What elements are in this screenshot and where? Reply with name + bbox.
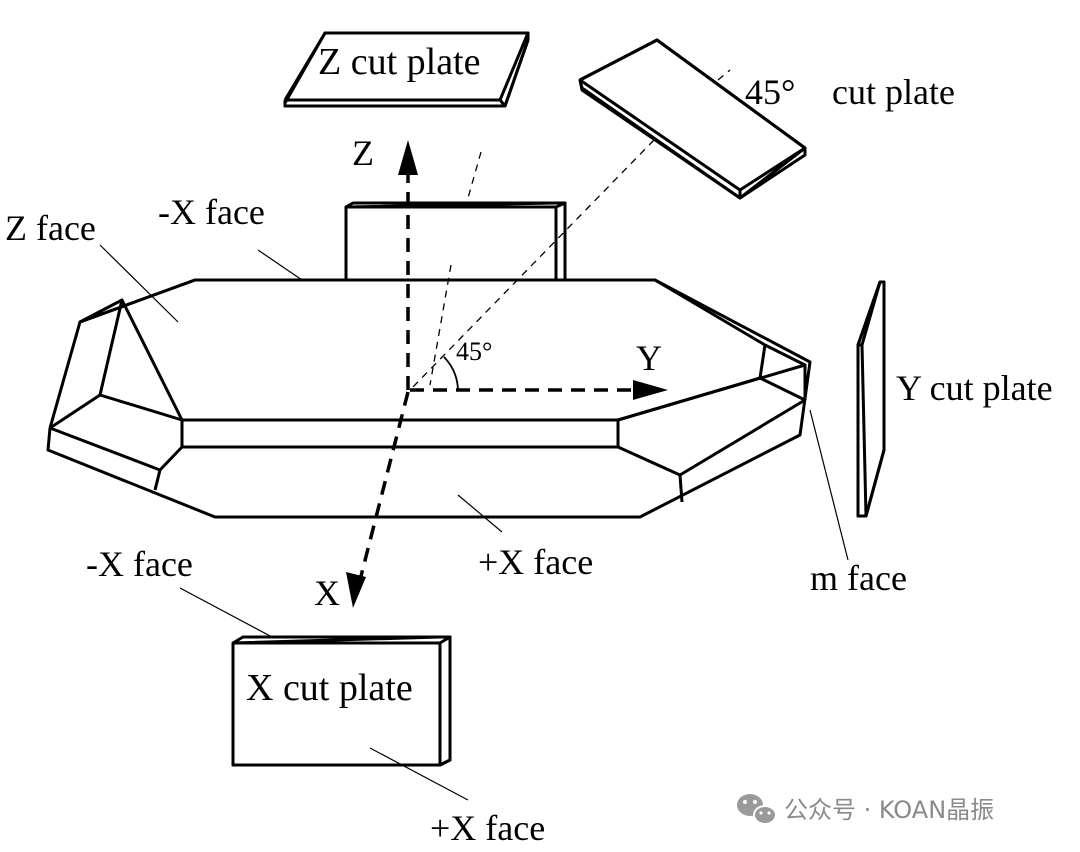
- x-cut-plate-label: X cut plate: [246, 667, 413, 709]
- cut45-guide: [409, 139, 655, 391]
- z-cut-plate-label: Z cut plate: [318, 41, 480, 83]
- y-axis: [410, 380, 668, 400]
- m-face-label: m face: [810, 558, 907, 598]
- minus-x-face-top-label: -X face: [158, 192, 265, 232]
- cut45-angle-label: 45°: [745, 72, 795, 112]
- x-axis: [346, 391, 410, 608]
- plus-x-face-mid-label: +X face: [478, 542, 593, 582]
- angle-45-label: 45°: [456, 337, 492, 366]
- cut45-text-label: cut plate: [832, 72, 955, 112]
- watermark: 公众号 · KOAN晶振: [737, 794, 994, 825]
- z-axis-label: Z: [352, 133, 374, 173]
- angle-arc: [443, 356, 459, 391]
- leader-plus-x-mid: [457, 494, 503, 533]
- watermark-text: 公众号 · KOAN晶振: [784, 796, 994, 824]
- y-cut-plate-shape: [856, 280, 886, 518]
- wechat-icon: [737, 794, 777, 825]
- leader-z-face: [99, 244, 179, 323]
- z-cut-plate-shape: [283, 31, 530, 108]
- leader-minus-x-bottom: [179, 587, 273, 638]
- z-cut-guide: [465, 151, 482, 206]
- y-axis-label: Y: [636, 338, 662, 378]
- minus-x-face-bottom-label: -X face: [86, 544, 193, 584]
- y-cut-plate-label: Y cut plate: [896, 368, 1053, 408]
- z-axis: [398, 140, 418, 390]
- x-axis-label: X: [314, 573, 340, 613]
- crystal-body: [46, 278, 812, 519]
- leader-minus-x-top: [257, 249, 303, 281]
- x-cut-plate-shape: [231, 635, 452, 767]
- z-face-label: Z face: [5, 208, 96, 248]
- leader-plus-x-bottom: [369, 747, 469, 801]
- top-block: [344, 201, 567, 282]
- plus-x-face-bottom-label: +X face: [430, 808, 545, 848]
- leader-m-face: [809, 409, 849, 561]
- cut45-plate-shape: [578, 38, 807, 200]
